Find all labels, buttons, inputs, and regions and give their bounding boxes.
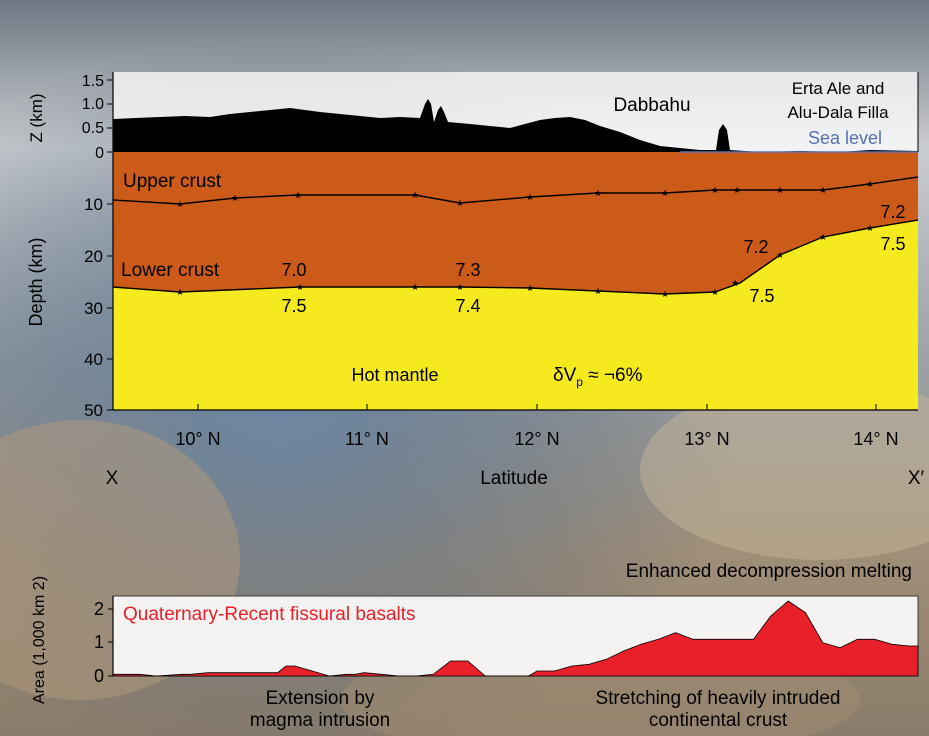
depth-tick-label: 50 xyxy=(84,401,103,420)
svg-text:★: ★ xyxy=(776,185,784,195)
erta-ale-label: Erta Ale and xyxy=(792,79,885,98)
hot-mantle-label: Hot mantle xyxy=(351,365,438,385)
lat-tick-label: 14° N xyxy=(853,429,898,449)
basalt-area-series xyxy=(112,600,919,677)
svg-text:★: ★ xyxy=(456,198,464,208)
chart-y-label: Area (1,000 km 2) xyxy=(31,576,48,704)
basalt-area-chart: 2 1 0 Area (1,000 km 2) Quaternary-Recen… xyxy=(31,561,919,731)
station-markers: ★ ★ ★ ★ ★ ★ ★ ★ ★ ★ ★ ★ ★ ★ ★ ★ ★ ★ ★ ★ ★ ★ ★ ★ ★ xyxy=(176,179,874,299)
velocity-label: 7.0 xyxy=(281,260,306,280)
lat-tick-label: 11° N xyxy=(345,429,389,449)
velocity-label: 7.4 xyxy=(455,296,480,316)
chart-y-label-text: Area (1,000 km 2) xyxy=(31,576,48,704)
x-axis-label: Latitude xyxy=(480,468,548,489)
extension-label: Extension by xyxy=(266,688,375,709)
chart-y-tick-label: 0 xyxy=(94,666,104,686)
velocity-label: 7.5 xyxy=(281,296,306,316)
z-tick-label: 1.0 xyxy=(82,96,104,113)
lat-tick-label: 13° N xyxy=(684,429,729,449)
chart-title: Quaternary-Recent fissural basalts xyxy=(123,604,416,625)
upper-crust-label: Upper crust xyxy=(123,171,222,192)
svg-text:★: ★ xyxy=(866,179,874,189)
svg-text:★: ★ xyxy=(176,199,184,209)
svg-text:★: ★ xyxy=(661,188,669,198)
z-tick-label: 0.5 xyxy=(82,120,104,137)
dvp-symbol: δV xyxy=(553,365,577,386)
velocity-label: 7.3 xyxy=(455,260,480,280)
depth-tick-label: 30 xyxy=(84,299,103,318)
svg-text:★: ★ xyxy=(866,223,874,233)
dabbahu-label: Dabbahu xyxy=(613,95,690,116)
svg-text:★: ★ xyxy=(776,250,784,260)
velocity-label: 7.2 xyxy=(743,237,768,257)
depth-ticks xyxy=(107,203,113,411)
svg-text:★: ★ xyxy=(456,282,464,292)
upper-crust-boundary xyxy=(112,176,919,205)
profile-end-left: X xyxy=(106,468,119,489)
velocity-label: 7.2 xyxy=(880,202,905,222)
depth-tick-label: 20 xyxy=(84,247,103,266)
svg-text:★: ★ xyxy=(526,192,534,202)
stretching-label: Stretching of heavily intruded xyxy=(595,688,840,709)
z-ticks xyxy=(107,79,113,153)
topography xyxy=(113,99,918,152)
dvp-value: ≈ ¬6% xyxy=(583,365,643,386)
chart-y-tick-label: 2 xyxy=(94,599,104,619)
chart-y-tick-label: 1 xyxy=(94,632,104,652)
cross-section: ★ ★ ★ ★ ★ ★ ★ ★ ★ ★ ★ ★ ★ ★ ★ ★ ★ ★ ★ ★ ★ ★ ★ ★ ★ 1.5 1.… xyxy=(26,72,925,489)
svg-text:★: ★ xyxy=(231,193,239,203)
svg-text:★: ★ xyxy=(594,286,602,296)
dvp-subscript: p xyxy=(576,375,583,389)
lat-tick-label: 12° N xyxy=(514,429,559,449)
area-layer xyxy=(112,600,919,677)
moho-boundary xyxy=(112,219,919,295)
svg-text:★: ★ xyxy=(661,289,669,299)
velocity-anomaly-label: δVp ≈ ¬6% xyxy=(553,365,643,389)
svg-text:★: ★ xyxy=(819,232,827,242)
svg-text:★: ★ xyxy=(731,278,739,288)
svg-text:★: ★ xyxy=(594,188,602,198)
depth-axis-label: Depth (km) xyxy=(26,237,46,326)
svg-text:★: ★ xyxy=(733,185,741,195)
svg-text:★: ★ xyxy=(711,185,719,195)
stretching-label-line2: continental crust xyxy=(649,710,788,731)
svg-text:★: ★ xyxy=(526,283,534,293)
z-tick-label: 0 xyxy=(95,145,104,162)
svg-text:★: ★ xyxy=(294,190,302,200)
depth-tick-label: 40 xyxy=(84,350,103,369)
z-axis-label: Z (km) xyxy=(27,93,46,142)
svg-text:★: ★ xyxy=(819,185,827,195)
velocity-label: 7.5 xyxy=(880,234,905,254)
sea-level-label: Sea level xyxy=(808,128,882,148)
svg-text:★: ★ xyxy=(711,287,719,297)
profile-end-right: X′ xyxy=(908,468,925,489)
svg-text:★: ★ xyxy=(296,282,304,292)
svg-text:★: ★ xyxy=(176,287,184,297)
chart-y-ticks xyxy=(108,608,113,677)
lat-tick-label: 10° N xyxy=(175,429,220,449)
z-tick-label: 1.5 xyxy=(82,73,104,90)
extension-label-line2: magma intrusion xyxy=(250,710,390,731)
velocity-label: 7.5 xyxy=(749,286,774,306)
lat-ticks xyxy=(197,404,877,410)
lower-crust-label: Lower crust xyxy=(121,260,220,281)
enhanced-melting-label: Enhanced decompression melting xyxy=(626,561,912,582)
erta-ale-label-line2: Alu-Dala Filla xyxy=(787,103,889,122)
svg-text:★: ★ xyxy=(411,190,419,200)
mantle-layer xyxy=(113,220,918,410)
svg-text:★: ★ xyxy=(411,282,419,292)
depth-tick-label: 10 xyxy=(84,195,103,214)
